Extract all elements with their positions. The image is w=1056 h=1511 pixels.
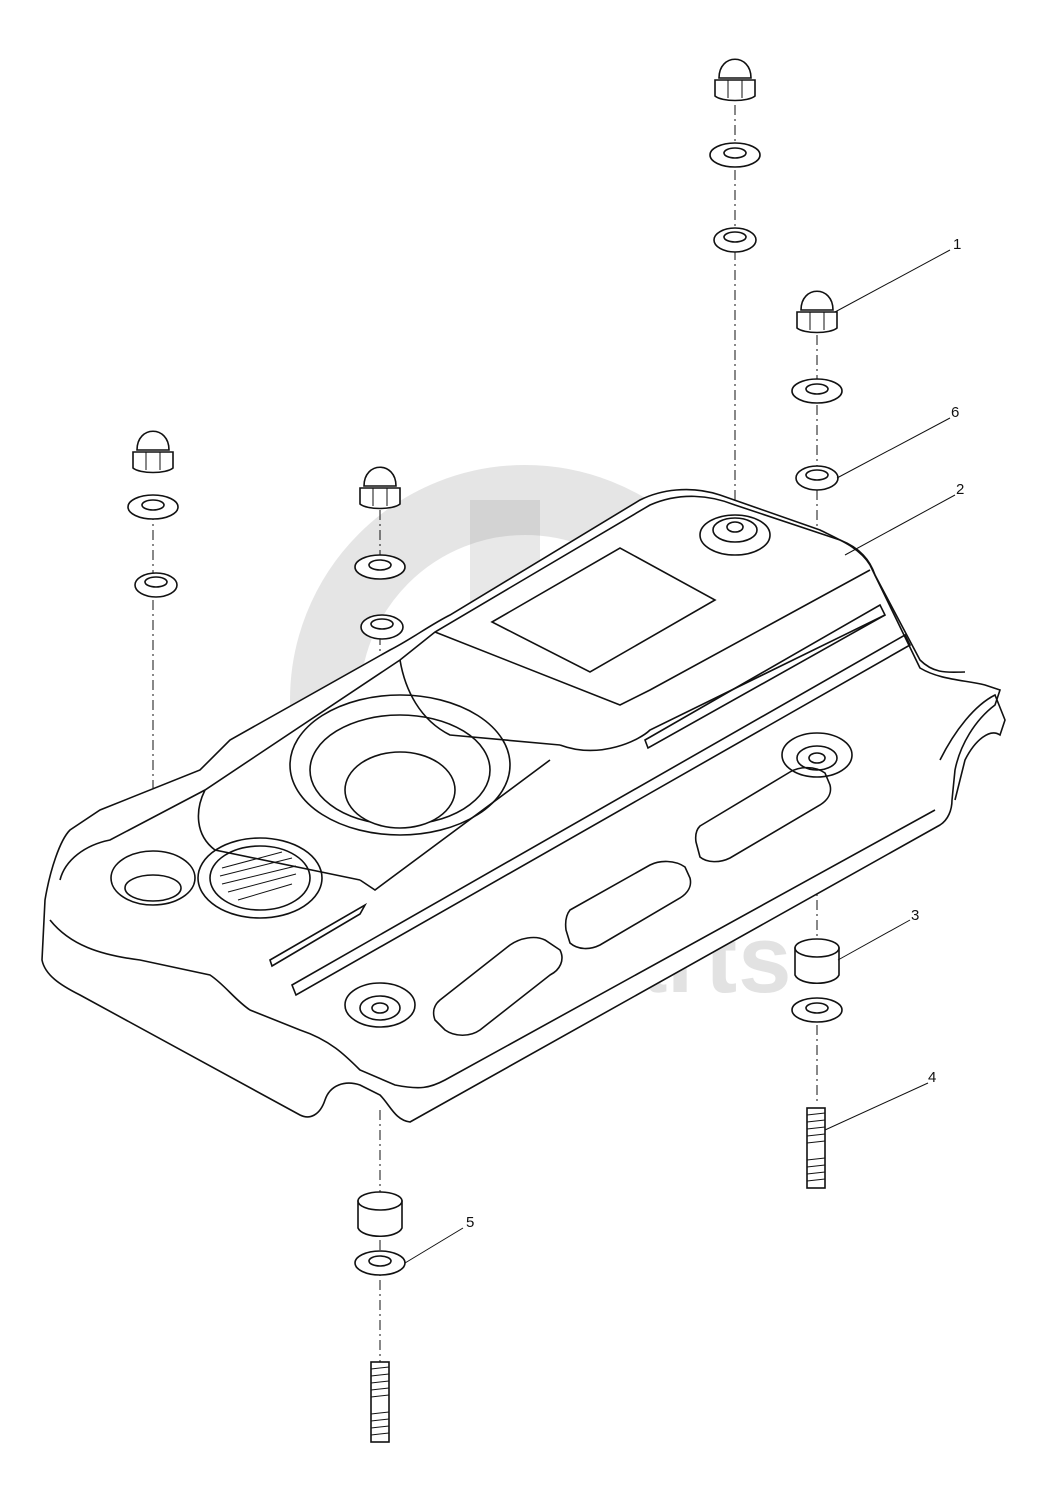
flat-washer-middle xyxy=(354,554,406,580)
engine-cover xyxy=(41,488,1006,1123)
acorn-nut-far-right xyxy=(796,290,838,334)
flat-washer-right-lower xyxy=(791,997,843,1023)
label-panel xyxy=(490,547,717,673)
leader-3 xyxy=(837,919,911,961)
stud-right xyxy=(806,1107,826,1189)
leader-1 xyxy=(834,249,951,313)
leader-5 xyxy=(404,1227,464,1264)
spring-washer-middle xyxy=(360,614,404,640)
acorn-nut-top-right xyxy=(714,58,756,102)
stud-middle xyxy=(370,1361,390,1443)
flat-washer-middle-lower xyxy=(354,1250,406,1276)
leader-4 xyxy=(824,1082,929,1131)
spacer-right xyxy=(794,938,840,985)
flat-washer-far-right xyxy=(791,378,843,404)
callout-3: 3 xyxy=(911,907,920,924)
callout-1: 1 xyxy=(953,236,962,253)
acorn-nut-middle xyxy=(359,466,401,510)
flat-washer-left xyxy=(127,494,179,520)
callout-5: 5 xyxy=(466,1214,475,1231)
callout-4: 4 xyxy=(928,1069,937,1086)
callout-6: 6 xyxy=(951,404,960,421)
acorn-nut-left xyxy=(132,430,174,474)
callout-2: 2 xyxy=(956,481,965,498)
spring-washer-far-right xyxy=(795,465,839,491)
spacer-middle xyxy=(357,1191,403,1238)
leader-6 xyxy=(836,417,951,479)
flat-washer-top-right xyxy=(709,142,761,168)
spring-washer-left xyxy=(134,572,178,598)
spring-washer-top-right xyxy=(713,227,757,253)
leader-2 xyxy=(844,494,956,556)
